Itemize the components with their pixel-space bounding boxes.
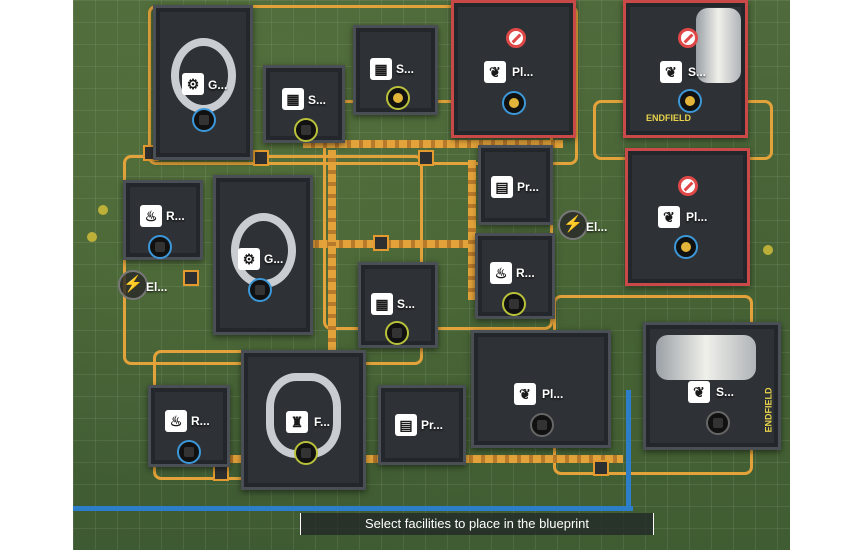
facility-label: Pr...	[517, 180, 540, 194]
facility-r2[interactable]: ♨ R...	[475, 233, 555, 319]
facility-label: F...	[314, 415, 331, 429]
output-slot[interactable]	[294, 441, 318, 465]
facility-s3[interactable]: ❦ S... ENDFIELD	[623, 0, 748, 138]
electric-pylon-icon[interactable]: ⚡	[118, 270, 148, 300]
facility-f1[interactable]: ♜ F...	[241, 350, 366, 490]
stop-icon	[678, 28, 698, 48]
plant-icon: ❦	[688, 381, 710, 403]
plant-icon: ❦	[514, 383, 536, 405]
game-viewport[interactable]: ⚙ G... ▦ S... ▦ S... ❦ Pl... ❦ S... ENDF…	[73, 0, 790, 550]
facility-label: Pl...	[512, 65, 534, 79]
facility-s1[interactable]: ▦ S...	[263, 65, 345, 143]
output-slot[interactable]	[385, 321, 409, 345]
pylon-label: El...	[146, 280, 168, 294]
belt-node[interactable]	[253, 150, 269, 166]
fluid-pipe	[73, 506, 633, 511]
furnace-icon: ♜	[286, 411, 308, 433]
conveyor-belt	[223, 240, 483, 248]
output-slot[interactable]	[502, 91, 526, 115]
belt-node[interactable]	[418, 150, 434, 166]
belt-node[interactable]	[213, 465, 229, 481]
storage-tank	[656, 335, 756, 380]
output-slot[interactable]	[502, 292, 526, 316]
stop-icon	[506, 28, 526, 48]
electric-pylon-icon[interactable]: ⚡	[558, 210, 588, 240]
belt-node[interactable]	[593, 460, 609, 476]
gear-icon: ⚙	[182, 73, 204, 95]
output-slot[interactable]	[148, 235, 172, 259]
facility-label: S...	[688, 65, 707, 79]
belt-node[interactable]	[373, 235, 389, 251]
output-slot[interactable]	[674, 235, 698, 259]
facility-label: R...	[516, 266, 535, 280]
output-slot[interactable]	[294, 118, 318, 142]
conveyor-belt	[328, 150, 336, 350]
facility-label: G...	[264, 252, 284, 266]
output-slot[interactable]	[248, 278, 272, 302]
blueprint-hint: Select facilities to place in the bluepr…	[300, 513, 654, 535]
output-slot[interactable]	[177, 440, 201, 464]
fluid-pipe	[626, 390, 631, 510]
facility-label: S...	[396, 62, 415, 76]
storage-tank	[696, 8, 741, 83]
facility-pl2[interactable]: ❦ Pl...	[625, 148, 750, 286]
grid-icon: ▦	[370, 58, 392, 80]
facility-r3[interactable]: ♨ R...	[148, 385, 230, 467]
facility-pr2[interactable]: ▤ Pr...	[378, 385, 466, 465]
conveyor-loop	[148, 5, 578, 165]
facility-label: G...	[208, 78, 228, 92]
facility-label: R...	[191, 414, 210, 428]
flower-decoration	[98, 205, 108, 215]
output-slot[interactable]	[678, 89, 702, 113]
facility-s5[interactable]: ❦ S... ENDFIELD	[643, 322, 781, 450]
flower-decoration	[763, 245, 773, 255]
doc-icon: ▤	[395, 414, 417, 436]
gear-icon: ⚙	[238, 248, 260, 270]
output-slot[interactable]	[386, 86, 410, 110]
facility-s2[interactable]: ▦ S...	[353, 25, 438, 115]
facility-label: S...	[716, 385, 735, 399]
facility-g2[interactable]: ⚙ G...	[213, 175, 313, 335]
output-slot[interactable]	[706, 411, 730, 435]
conveyor-belt	[468, 160, 476, 300]
facility-label: S...	[397, 297, 416, 311]
facility-pl1[interactable]: ❦ Pl...	[451, 0, 576, 138]
flower-decoration	[87, 232, 97, 242]
grid-icon: ▦	[282, 88, 304, 110]
flame-icon: ♨	[165, 410, 187, 432]
facility-g1[interactable]: ⚙ G...	[153, 5, 253, 160]
facility-label: S...	[308, 93, 327, 107]
conveyor-belt	[303, 140, 563, 148]
facility-label: Pl...	[686, 210, 708, 224]
belt-node[interactable]	[183, 270, 199, 286]
stop-icon	[678, 176, 698, 196]
plant-icon: ❦	[484, 61, 506, 83]
brand-tag: ENDFIELD	[646, 113, 691, 123]
facility-pr1[interactable]: ▤ Pr...	[478, 145, 553, 225]
flame-icon: ♨	[140, 205, 162, 227]
facility-r1[interactable]: ♨ R...	[123, 180, 203, 260]
brand-tag: ENDFIELD	[763, 387, 774, 433]
facility-label: Pl...	[542, 387, 564, 401]
facility-s4[interactable]: ▦ S...	[358, 262, 438, 348]
facility-label: R...	[166, 209, 185, 223]
facility-pl3[interactable]: ❦ Pl...	[471, 330, 611, 448]
plant-icon: ❦	[658, 206, 680, 228]
grid-icon: ▦	[371, 293, 393, 315]
plant-icon: ❦	[660, 61, 682, 83]
doc-icon: ▤	[491, 176, 513, 198]
output-slot[interactable]	[192, 108, 216, 132]
output-slot[interactable]	[530, 413, 554, 437]
facility-label: Pr...	[421, 418, 444, 432]
pylon-label: El...	[586, 220, 608, 234]
flame-icon: ♨	[490, 262, 512, 284]
